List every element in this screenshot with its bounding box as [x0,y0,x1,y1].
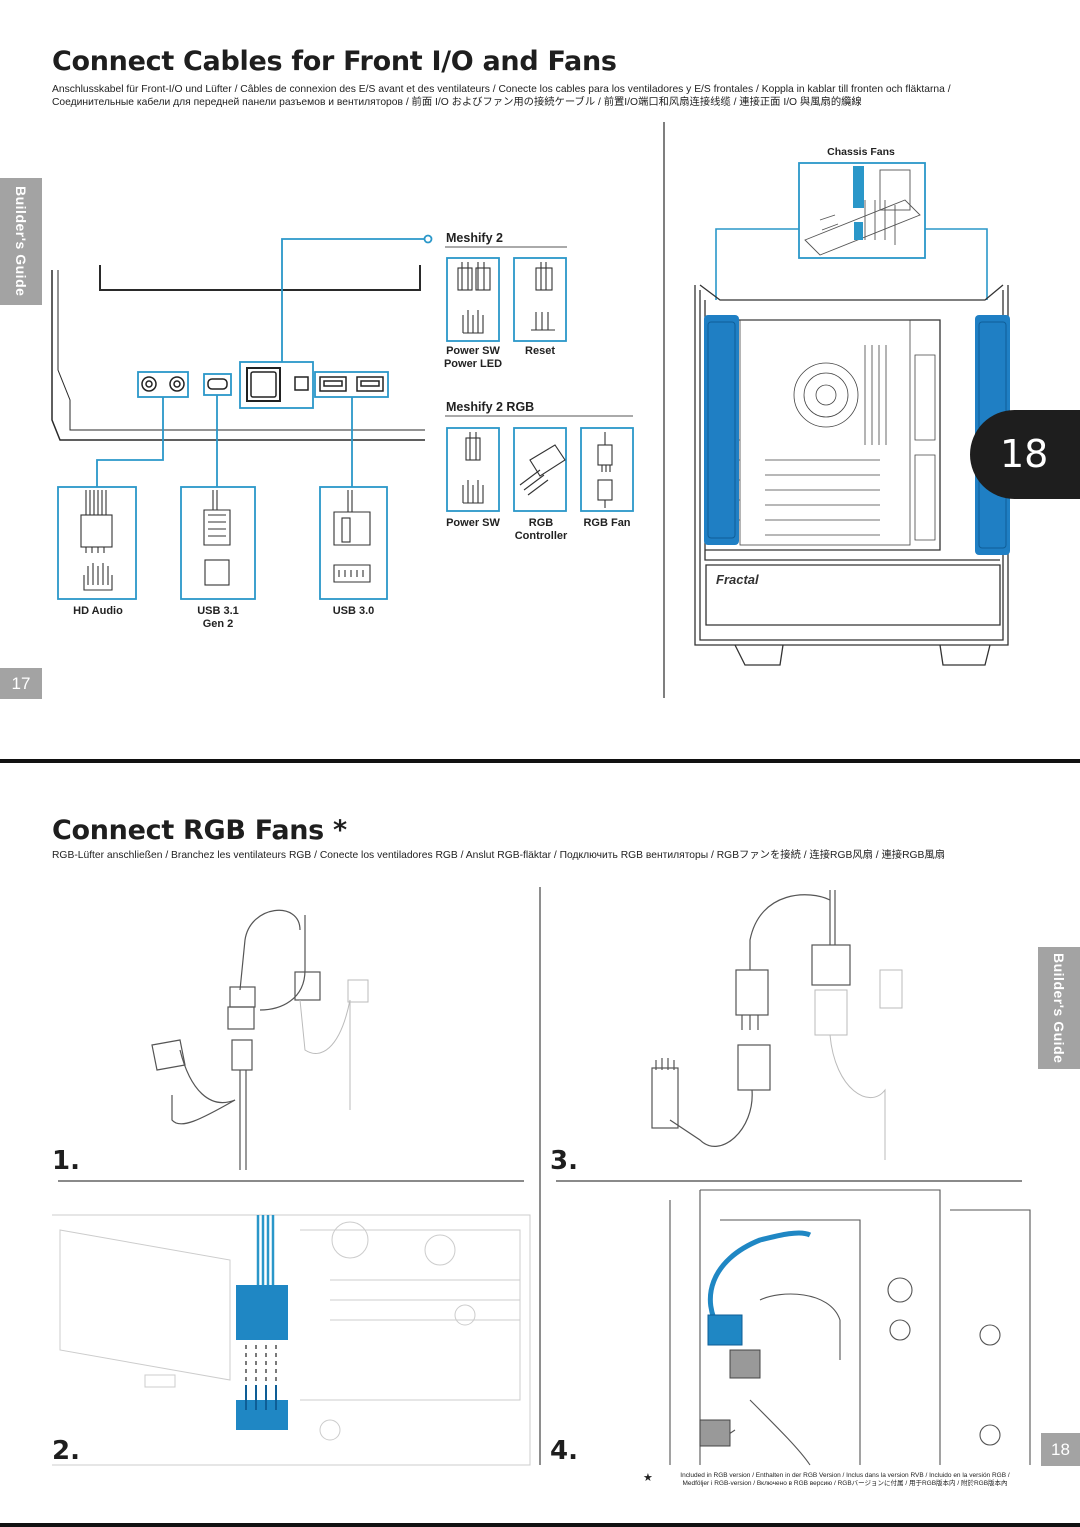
header-meshify2: Meshify 2 [446,231,503,245]
page-divider [0,759,1080,763]
subtitle-line-2: Соединительные кабели для передней панел… [52,97,862,108]
header-meshify2-rgb: Meshify 2 RGB [446,400,535,414]
label-reset: Reset [525,345,555,357]
label-power-sw: Power SW [446,345,500,357]
footnote-star-icon: ★ [643,1472,653,1484]
footnote-line-2: Medföljer i RGB-version / Включено в RGB… [682,1480,1008,1487]
builders-guide-tab-left-label: Builder's Guide [13,186,29,297]
step-4-label: 4. [550,1436,578,1466]
builders-guide-tab-left: Builder's Guide [0,178,42,305]
label-rgb-controller-line2: Controller [514,530,568,542]
step-3-label: 3. [550,1146,578,1176]
footnote-line-1: Included in RGB version / Enthalten in d… [680,1472,1010,1479]
label-hd-audio: HD Audio [73,605,123,617]
front-io-diagram [51,122,665,698]
label-rgb-controller-line1: RGB [528,517,554,529]
label-rgb-controller: RGB Controller [505,517,577,543]
label-power-led: Power LED [443,358,503,370]
label-usb31-line1: USB 3.1 [197,605,239,617]
chapter-badge [970,410,1080,499]
page-number-18: 18 [1041,1433,1080,1466]
rgb-subtitle: RGB-Lüfter anschließen / Branchez les ve… [52,850,946,861]
label-rgb-fan: RGB Fan [583,517,631,529]
page-bottom-border [0,1523,1080,1527]
step-2-label: 2. [52,1436,80,1466]
page-title-rgb-fans: Connect RGB Fans * [52,815,347,846]
label-usb30: USB 3.0 [332,605,375,617]
page-number-17: 17 [0,668,42,699]
label-usb31: USB 3.1 Gen 2 [181,605,255,631]
subtitle-line-1: Anschlusskabel für Front-I/O und Lüfter … [52,84,951,95]
label-rgb-power-sw: Power SW [446,517,500,529]
footnote: Included in RGB version / Enthalten in d… [655,1472,1035,1488]
brand-logo-fractal: Fractal [716,572,759,587]
page-title-front-io: Connect Cables for Front I/O and Fans [52,46,617,77]
builders-guide-tab-right-label: Builder's Guide [1051,952,1067,1064]
chapter-badge-number: 18 [1000,432,1049,476]
label-usb31-line2: Gen 2 [202,618,234,630]
builders-guide-tab-right: Builder's Guide [1038,947,1080,1069]
label-chassis-fans: Chassis Fans [827,146,895,158]
step-1-label: 1. [52,1146,80,1176]
label-power-sw-led: Power SW Power LED [440,345,506,371]
